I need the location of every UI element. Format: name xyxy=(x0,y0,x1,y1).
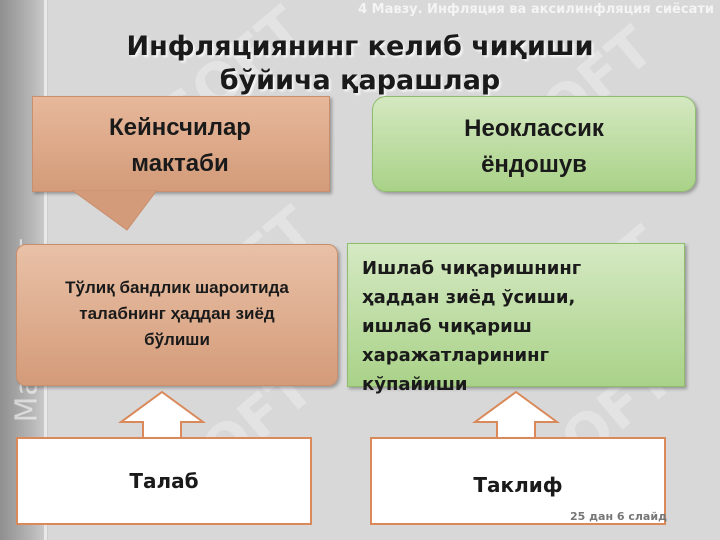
callout-box xyxy=(32,96,330,192)
box-line: ишлаб чиқариш xyxy=(362,316,532,337)
callout-line: Кейнсчилар xyxy=(109,114,251,141)
box-line: Тўлиқ бандлик шароитида xyxy=(65,278,289,297)
supply-box: Таклиф xyxy=(370,437,666,525)
box-label: Тўлиқ бандлик шароитида талабнинг ҳаддан… xyxy=(29,275,325,353)
callout-label: Неоклассик ёндошув xyxy=(373,111,695,183)
box-line: харажатларининг xyxy=(362,345,549,366)
callout-label: Кейнсчилар мактаби xyxy=(32,110,328,182)
title-line: Инфляциянинг келиб чиқиши xyxy=(126,31,594,62)
callout-line: мактаби xyxy=(131,150,229,177)
callout-line: ёндошув xyxy=(481,151,587,178)
demand-box: Талаб xyxy=(16,437,312,525)
box-label: Ишлаб чиқаришнинг ҳаддан зиёд ўсиши, ишл… xyxy=(362,254,678,399)
box-line: талабнинг ҳаддан зиёд xyxy=(79,304,275,323)
slide-title: Инфляциянинг келиб чиқиши бўйича қарашла… xyxy=(60,30,660,98)
callout-pointer xyxy=(72,190,158,231)
keynesian-callout: Кейнсчилар мактаби xyxy=(32,96,330,231)
box-line: бўлиши xyxy=(144,330,210,349)
box-line: кўпайиши xyxy=(362,374,468,395)
demand-label: Талаб xyxy=(129,469,199,493)
box-line: ҳаддан зиёд ўсиши, xyxy=(362,287,576,308)
slide-header: 4 Мавзу. Инфляция ва аксилинфляция сиёса… xyxy=(358,2,714,17)
title-line: бўйича қарашлар xyxy=(219,65,501,96)
neoclassical-callout: Неоклассик ёндошув xyxy=(372,96,696,192)
box-line: Ишлаб чиқаришнинг xyxy=(362,258,582,279)
callout-line: Неоклассик xyxy=(464,115,604,142)
supply-label: Таклиф xyxy=(473,473,563,497)
supply-cause-box: Ишлаб чиқаришнинг ҳаддан зиёд ўсиши, ишл… xyxy=(347,243,685,395)
demand-cause-box: Тўлиқ бандлик шароитида талабнинг ҳаддан… xyxy=(16,244,338,386)
slide-counter: 25 дан 6 слайд xyxy=(570,510,667,523)
